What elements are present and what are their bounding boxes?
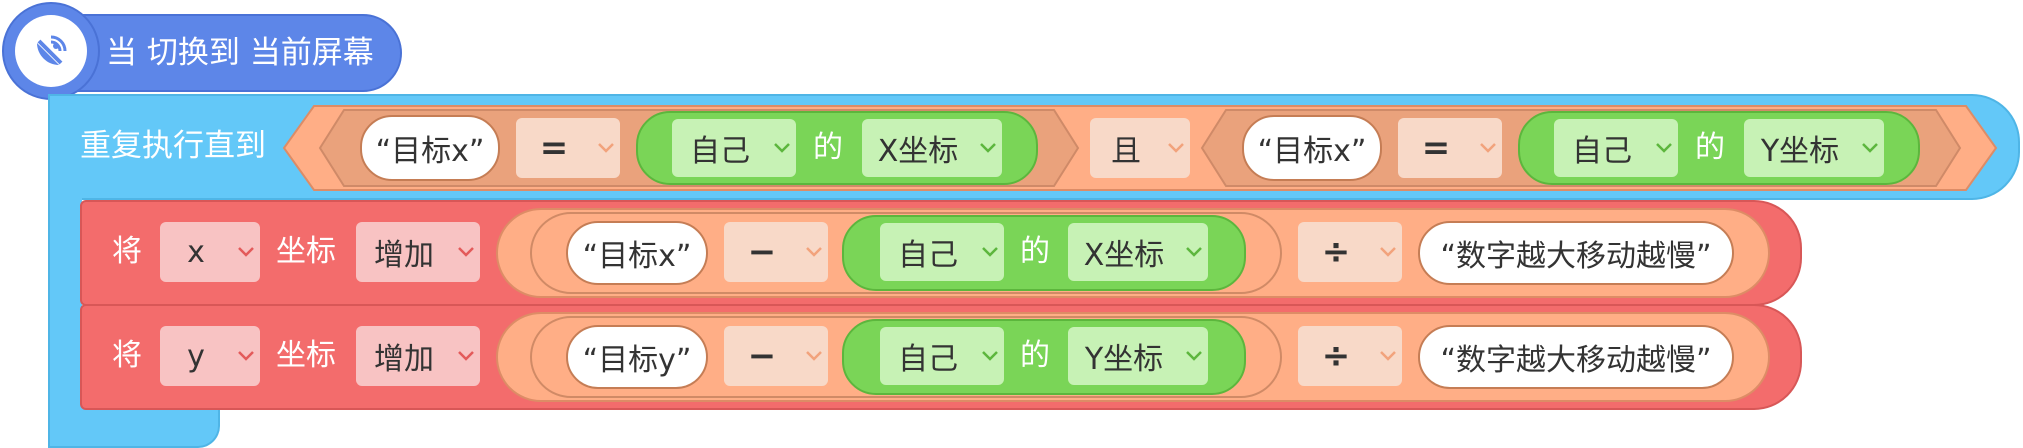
chevron-down-icon <box>232 246 260 258</box>
and-operator-dropdown[interactable]: 且 <box>1090 118 1190 178</box>
of-label: 的 <box>813 130 843 165</box>
chevron-down-icon <box>1180 246 1208 258</box>
x-coordinate-dropdown-2[interactable]: X坐标 <box>1068 223 1208 281</box>
minus-operator: − <box>747 336 777 376</box>
divide-symbol: ÷ <box>1321 232 1351 272</box>
chevron-down-icon <box>800 246 828 258</box>
equals-operator: = <box>1421 128 1451 168</box>
chevron-down-icon <box>768 142 796 154</box>
chevron-down-icon <box>452 246 480 258</box>
target-y-string[interactable]: “目标y” <box>566 325 708 389</box>
self-dropdown-2[interactable]: 自己 <box>1554 119 1678 177</box>
x-coordinate-dropdown[interactable]: X坐标 <box>862 119 1002 177</box>
chevron-down-icon <box>1162 142 1190 154</box>
self-dropdown-3[interactable]: 自己 <box>880 223 1004 281</box>
speed-divisor-string[interactable]: “数字越大移动越慢” <box>1418 221 1734 285</box>
will-label-2: 将 <box>112 338 142 373</box>
satellite-icon <box>15 15 87 87</box>
chevron-down-icon <box>800 350 828 362</box>
target-x-string-2[interactable]: “目标x” <box>1242 115 1382 181</box>
target-x-string-3[interactable]: “目标x” <box>566 221 708 285</box>
of-label-4: 的 <box>1020 338 1050 373</box>
of-label-3: 的 <box>1020 234 1050 269</box>
chevron-down-icon <box>592 142 620 154</box>
chevron-down-icon <box>1650 142 1678 154</box>
and-label: 且 <box>1111 134 1141 169</box>
action-dropdown[interactable]: 增加 <box>356 222 480 282</box>
chevron-down-icon <box>974 142 1002 154</box>
axis-y-dropdown[interactable]: y <box>160 326 260 386</box>
action-label: 增加 <box>374 342 434 377</box>
equals-operator-dropdown[interactable]: = <box>516 118 620 178</box>
target-x-string[interactable]: “目标x” <box>360 115 500 181</box>
self-label: 自己 <box>898 238 958 273</box>
self-dropdown-4[interactable]: 自己 <box>880 327 1004 385</box>
coordinate-label-2: 坐标 <box>276 338 336 373</box>
y-coordinate-label: Y坐标 <box>1084 342 1164 377</box>
y-coordinate-dropdown-2[interactable]: Y坐标 <box>1068 327 1208 385</box>
chevron-down-icon <box>1374 246 1402 258</box>
self-label: 自己 <box>898 342 958 377</box>
x-coordinate-label: X坐标 <box>877 134 959 169</box>
speed-divisor-string-2[interactable]: “数字越大移动越慢” <box>1418 325 1734 389</box>
divide-symbol: ÷ <box>1321 336 1351 376</box>
coordinate-label: 坐标 <box>276 234 336 269</box>
hat-label: 当 切换到 当前屏幕 <box>106 35 374 71</box>
repeat-until-foot <box>48 406 220 448</box>
y-coordinate-label: Y坐标 <box>1760 134 1840 169</box>
chevron-down-icon <box>976 246 1004 258</box>
chevron-down-icon <box>452 350 480 362</box>
action-dropdown-2[interactable]: 增加 <box>356 326 480 386</box>
minus-operator-dropdown-2[interactable]: − <box>724 326 828 386</box>
chevron-down-icon <box>1474 142 1502 154</box>
chevron-down-icon <box>1180 350 1208 362</box>
will-label: 将 <box>112 234 142 269</box>
axis-label: y <box>187 338 205 374</box>
of-label-2: 的 <box>1695 130 1725 165</box>
chevron-down-icon <box>232 350 260 362</box>
minus-operator-dropdown[interactable]: − <box>724 222 828 282</box>
chevron-down-icon <box>1374 350 1402 362</box>
x-coordinate-label: X坐标 <box>1083 238 1165 273</box>
repeat-until-label: 重复执行直到 <box>80 128 266 164</box>
self-label: 自己 <box>690 134 750 169</box>
repeat-until-arm <box>48 196 82 408</box>
axis-label: x <box>187 234 205 270</box>
hat-icon-ring <box>2 2 100 100</box>
equals-operator: = <box>539 128 569 168</box>
action-label: 增加 <box>374 238 434 273</box>
equals-operator-dropdown-2[interactable]: = <box>1398 118 1502 178</box>
chevron-down-icon <box>1856 142 1884 154</box>
divide-operator-dropdown-2[interactable]: ÷ <box>1298 326 1402 386</box>
self-label: 自己 <box>1572 134 1632 169</box>
self-dropdown[interactable]: 自己 <box>672 119 796 177</box>
chevron-down-icon <box>976 350 1004 362</box>
y-coordinate-dropdown[interactable]: Y坐标 <box>1744 119 1884 177</box>
minus-operator: − <box>747 232 777 272</box>
when-screen-switched-hat-block[interactable]: 当 切换到 当前屏幕 <box>2 2 402 100</box>
divide-operator-dropdown[interactable]: ÷ <box>1298 222 1402 282</box>
axis-x-dropdown[interactable]: x <box>160 222 260 282</box>
